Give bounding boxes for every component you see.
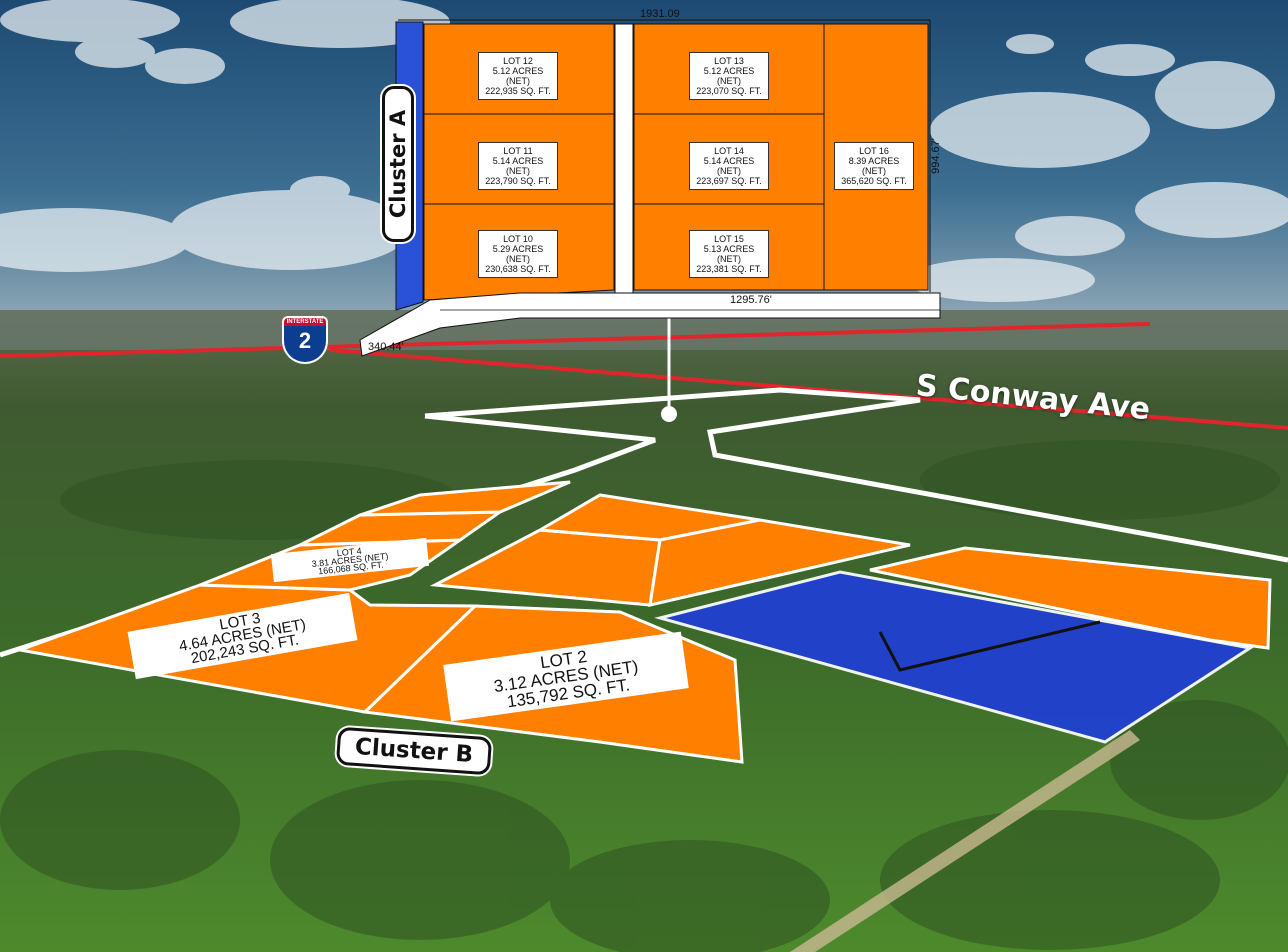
lot-13-sqft: 223,070 SQ. FT. — [696, 86, 762, 96]
dimension-right: 994.67' — [929, 138, 942, 174]
clouds — [0, 0, 1288, 302]
lot-12-sqft: 222,935 SQ. FT. — [485, 86, 551, 96]
dimension-top: 1931.09 — [640, 8, 680, 20]
dimension-left: 340.44' — [368, 341, 404, 353]
lot-12-number: LOT 12 — [503, 56, 533, 66]
lot-14-number: LOT 14 — [714, 146, 744, 156]
lot-15-acres: 5.13 ACRES (NET) — [703, 244, 755, 264]
lot-1-shape — [869, 546, 1272, 650]
lot-13-label: LOT 13 5.12 ACRES (NET) 223,070 SQ. FT. — [689, 52, 769, 100]
cluster-a-label: Cluster A — [382, 86, 414, 242]
lot-11-acres: 5.14 ACRES (NET) — [492, 156, 544, 176]
conway-ave-line — [329, 348, 1288, 430]
lot-10-sqft: 230,638 SQ. FT. — [485, 264, 551, 274]
lot-16-label: LOT 16 8.39 ACRES (NET) 365,620 SQ. FT. — [834, 142, 914, 190]
lot-6-shape — [359, 480, 571, 517]
lot-15-label: LOT 15 5.13 ACRES (NET) 223,381 SQ. FT. — [689, 230, 769, 278]
interstate-shield-icon: INTERSTATE 2 — [282, 316, 328, 364]
lot-10-label: LOT 10 5.29 ACRES (NET) 230,638 SQ. FT. — [478, 230, 558, 278]
lot-13-acres: 5.12 ACRES (NET) — [703, 66, 755, 86]
lot-16-sqft: 365,620 SQ. FT. — [841, 176, 907, 186]
lot-10-acres: 5.29 ACRES (NET) — [492, 244, 544, 264]
lot-11-number: LOT 11 — [503, 146, 533, 156]
lot-15-sqft: 223,381 SQ. FT. — [696, 264, 762, 274]
interstate-shield-number: 2 — [282, 326, 328, 364]
lot-14-acres: 5.14 ACRES (NET) — [703, 156, 755, 176]
lot-14-sqft: 223,697 SQ. FT. — [696, 176, 762, 186]
plat-frontage-road — [359, 292, 941, 357]
plat-road — [614, 23, 634, 295]
lot-15-number: LOT 15 — [714, 234, 744, 244]
lot-14-label: LOT 14 5.14 ACRES (NET) 223,697 SQ. FT. — [689, 142, 769, 190]
callout-dot — [661, 406, 677, 422]
lot-10-number: LOT 10 — [503, 234, 533, 244]
lot-7-shape — [648, 518, 911, 607]
lot-16-number: LOT 16 — [859, 146, 889, 156]
lot-12-acres: 5.12 ACRES (NET) — [492, 66, 544, 86]
interstate-shield-banner: INTERSTATE — [282, 316, 328, 327]
dimension-bottom: 1295.76' — [730, 294, 772, 306]
lot-16-acres: 8.39 ACRES (NET) — [848, 156, 900, 176]
dirt-road — [790, 730, 1140, 952]
interstate-line — [0, 322, 1151, 358]
lot-13-number: LOT 13 — [714, 56, 744, 66]
lot-11-label: LOT 11 5.14 ACRES (NET) 223,790 SQ. FT. — [478, 142, 558, 190]
lot-11-sqft: 223,790 SQ. FT. — [485, 176, 551, 186]
lot-12-label: LOT 12 5.12 ACRES (NET) 222,935 SQ. FT. — [478, 52, 558, 100]
